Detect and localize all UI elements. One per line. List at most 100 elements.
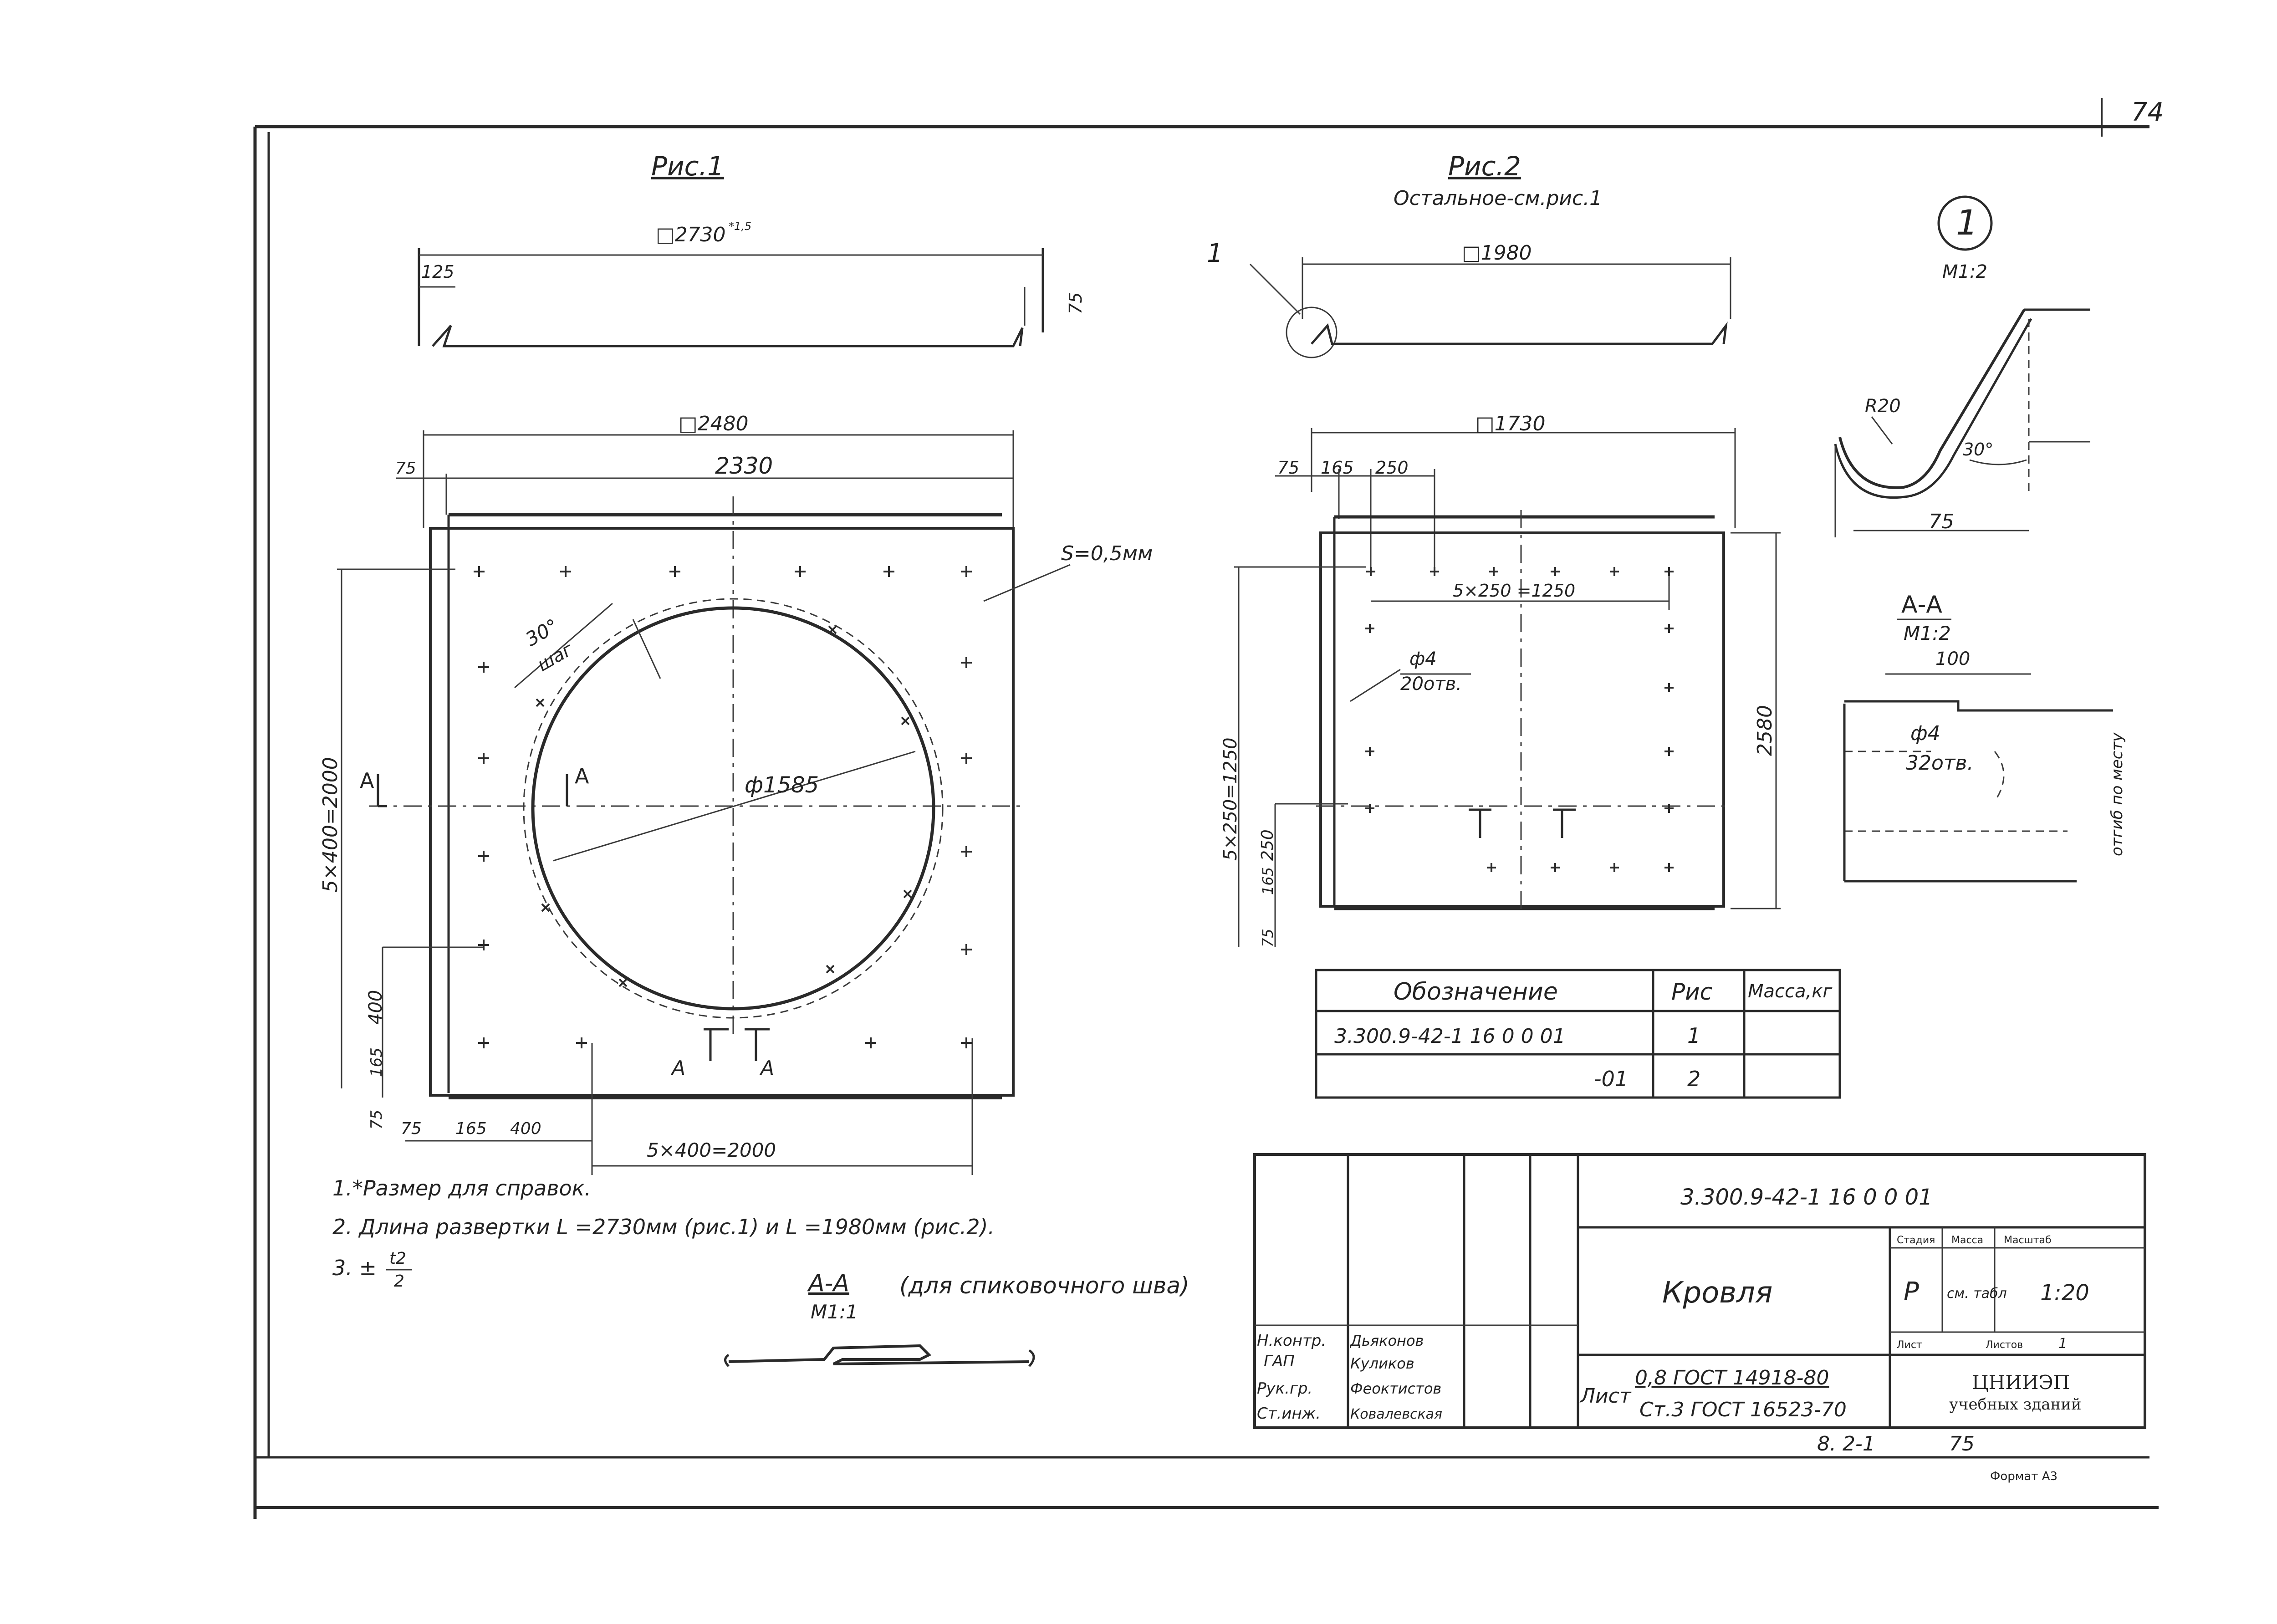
figure-1: Рис.1 □2730 *1,5 125 75 □2480 2330 75 S=… — [319, 151, 1153, 1175]
name-4: Ковалевская — [1350, 1406, 1442, 1422]
fig1-bottom-165: 165 — [455, 1119, 487, 1138]
title-block-mass-header: Масса — [1951, 1235, 1983, 1246]
figure-2-title: Рис.2 — [1448, 151, 1521, 182]
fig1-overall-dim: □2730 — [656, 223, 726, 246]
fig1-section-left: А — [360, 768, 374, 793]
fig1-thickness: S=0,5мм — [1061, 542, 1153, 565]
fig1-plate — [429, 527, 1015, 1097]
org-line-1: ЦНИИЭП — [1972, 1371, 2070, 1394]
note-3-numerator: t2 — [389, 1249, 406, 1268]
fig1-edge-dim: 125 — [421, 262, 454, 282]
fig1-bottom-total: 5×400=2000 — [647, 1139, 776, 1161]
fig1-diameter: ф1585 — [745, 772, 819, 798]
fig2-hole-spec: ф4 — [1409, 649, 1437, 669]
detail-1-number: 1 — [1956, 202, 1978, 243]
fig1-plate-dim: □2480 — [679, 412, 749, 435]
fig2-dim-250: 250 — [1375, 458, 1409, 478]
fig1-holes — [474, 566, 972, 1048]
table-row-1-code: 3.300.9-42-1 16 0 0 01 — [1334, 1025, 1566, 1048]
role-2: ГАП — [1264, 1352, 1295, 1370]
fig1-bottom-400: 400 — [510, 1119, 541, 1138]
fig1-section-a2: А — [759, 1057, 774, 1080]
figure-2: Рис.2 Остальное-см.рис.1 □1980 1 □1730 7… — [1207, 151, 1781, 947]
title-block-stage-header: Стадия — [1897, 1235, 1935, 1246]
detail-1-radius: R20 — [1865, 396, 1901, 417]
fig2-leader-number: 1 — [1207, 239, 1223, 268]
title-block-mass: см. табл — [1947, 1286, 2007, 1302]
seam-title: А-А — [807, 1270, 849, 1297]
fig2-holes — [1365, 567, 1674, 872]
fig1-left-offset: 75 — [395, 459, 416, 478]
table-header-mass: Масса,кг — [1748, 981, 1833, 1002]
seam-subtitle: (для спиковочного шва) — [899, 1272, 1189, 1299]
note-2: 2. Длина развертки L =2730мм (рис.1) и L… — [332, 1215, 995, 1239]
fig2-overall-dim: □1980 — [1462, 241, 1532, 265]
fig2-v75: 75 — [1259, 929, 1276, 947]
section-aa-note: отгиб по месту — [2108, 732, 2126, 856]
spec-table: Обозначение Рис Масса,кг 3.300.9-42-1 16… — [1315, 969, 1841, 1099]
fig2-hole-row-dim: 5×250 =1250 — [1453, 581, 1575, 601]
detail-1-scale: M1:2 — [1942, 261, 1987, 282]
notes: 1.*Размер для справок. 2. Длина развертк… — [332, 1176, 995, 1291]
detail-1-profile — [1838, 309, 2026, 489]
table-row-2-code: -01 — [1594, 1067, 1628, 1091]
figure-1-title: Рис.1 — [651, 151, 724, 182]
section-aa: А-А M1:2 100 ф4 32отв. отгиб по месту — [1843, 591, 2126, 883]
seam-scale: M1:1 — [811, 1301, 858, 1323]
name-2: Куликов — [1350, 1355, 1414, 1372]
section-aa-scale: M1:2 — [1904, 622, 1951, 644]
material-label: Лист — [1579, 1384, 1632, 1408]
table-row-1-fig: 1 — [1687, 1023, 1700, 1048]
fig2-profile — [1311, 321, 1728, 345]
title-block-scale-header: Масштаб — [2004, 1235, 2052, 1246]
table-header-designation: Обозначение — [1394, 978, 1558, 1006]
fig1-opening — [531, 606, 935, 1011]
title-block-stage: Р — [1904, 1277, 1919, 1307]
note-3: 3. ± — [332, 1256, 377, 1280]
detail-1-bubble — [1937, 195, 1993, 251]
fig2-dim-75: 75 — [1277, 458, 1299, 478]
section-aa-dim: 100 — [1935, 649, 1970, 669]
name-1: Дьяконов — [1349, 1332, 1424, 1349]
title-block-sheets-value: 1 — [2058, 1336, 2067, 1352]
org-line-2: учебных зданий — [1949, 1395, 2082, 1414]
fig2-hole-count: 20отв. — [1400, 674, 1462, 695]
sheet-frame — [253, 98, 2159, 1519]
fig1-dim-165: 165 — [368, 1047, 386, 1077]
title-block-sheets-label: Листов — [1986, 1339, 2023, 1351]
seam-section: А-А (для спиковочного шва) M1:1 — [724, 1270, 1189, 1367]
role-1: Н.контр. — [1257, 1332, 1326, 1350]
table-row-2-fig: 2 — [1687, 1067, 1700, 1091]
table-header-fig: Рис — [1671, 979, 1712, 1005]
fig1-height-dim: 75 — [1066, 292, 1086, 314]
detail-1: 1 M1:2 75 R20 30° — [1834, 195, 2090, 537]
fig1-overall-dim-sup: *1,5 — [729, 220, 751, 233]
seam-profile — [728, 1344, 1030, 1365]
role-3: Рук.гр. — [1257, 1379, 1312, 1398]
role-4: Ст.инж. — [1257, 1404, 1321, 1423]
fig1-profile — [432, 325, 1024, 347]
section-aa-profile — [1844, 700, 2113, 712]
fig2-plate-dim: □1730 — [1475, 412, 1546, 435]
detail-1-width: 75 — [1929, 510, 1954, 533]
fig2-v250: 250 — [1258, 829, 1277, 861]
figure-2-subtitle: Остальное-см.рис.1 — [1394, 187, 1602, 210]
fig1-section-a1: А — [670, 1057, 685, 1080]
title-block-code: 3.300.9-42-1 16 0 0 01 — [1680, 1185, 1933, 1210]
section-aa-title: А-А — [1901, 591, 1942, 618]
note-1: 1.*Размер для справок. — [332, 1176, 591, 1200]
fig1-dim-400: 400 — [365, 990, 386, 1025]
bottom-page: 75 — [1949, 1432, 1975, 1455]
material-line-1: 0,8 ГОСТ 14918-80 — [1635, 1366, 1829, 1389]
fig1-dim-75: 75 — [368, 1110, 386, 1129]
title-block-name: Кровля — [1662, 1276, 1772, 1310]
fig2-vertical-dim: 5×250=1250 — [1220, 737, 1241, 861]
fig2-plate — [1319, 531, 1725, 908]
format-label: Формат А3 — [1990, 1470, 2057, 1483]
fig1-bottom-75: 75 — [401, 1119, 422, 1138]
title-block-scale: 1:20 — [2040, 1280, 2089, 1306]
fig1-inner-dim: 2330 — [715, 453, 773, 479]
section-aa-hole: ф4 — [1910, 722, 1940, 745]
title-block-sheet-label: Лист — [1897, 1339, 1922, 1351]
